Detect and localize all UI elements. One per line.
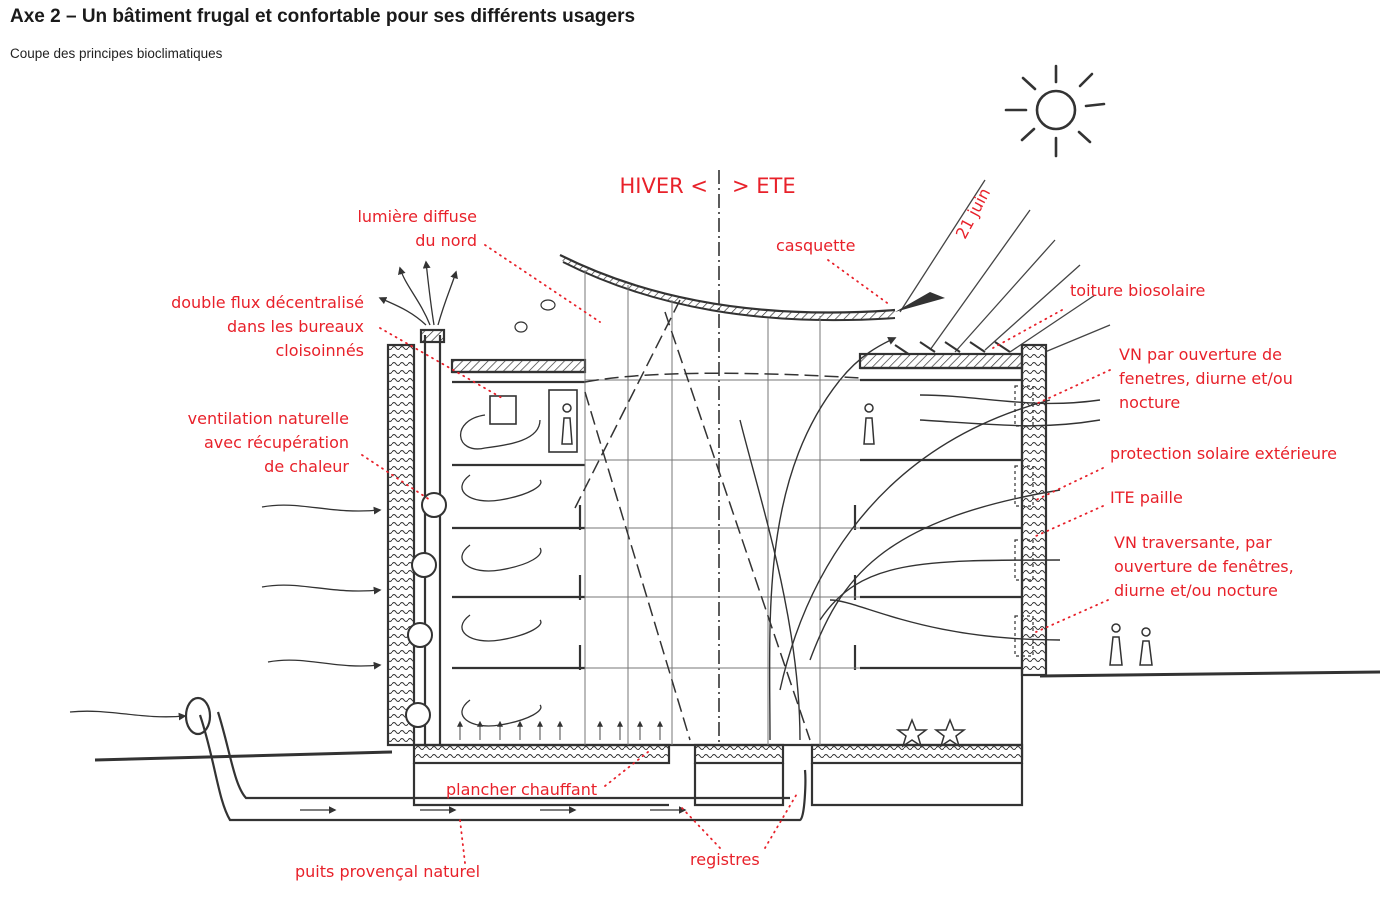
- sun-arrow-icon: [895, 292, 945, 312]
- label-puits: puits provençal naturel: [295, 862, 480, 881]
- office-airflow: [460, 414, 542, 727]
- summer-airflow: [739, 337, 1101, 741]
- building-section: [386, 328, 1048, 807]
- label-protection: protection solaire extérieure: [1110, 444, 1337, 463]
- label-casquette: casquette: [776, 236, 855, 255]
- page-subtitle: Coupe des principes bioclimatiques: [10, 46, 223, 61]
- sun-icon: [1004, 64, 1106, 158]
- facade-windows: [1014, 385, 1034, 657]
- label-lumiere-2: du nord: [415, 231, 477, 250]
- floor-heating-arrows: [457, 720, 663, 740]
- label-vn-ouverture-2: fenetres, diurne et/ou: [1119, 369, 1293, 388]
- label-vn-traversante-3: diurne et/ou nocture: [1114, 581, 1278, 600]
- label-ventilation-2: avec récupération: [204, 433, 349, 452]
- person-icon: [561, 403, 1153, 666]
- label-vn-ouverture-3: nocture: [1119, 393, 1180, 412]
- season-winter-label: HIVER <: [620, 174, 708, 198]
- label-vn-traversante-2: ouverture de fenêtres,: [1114, 557, 1294, 576]
- label-toiture: toiture biosolaire: [1070, 281, 1205, 300]
- label-double-flux-3: cloisoinnés: [275, 341, 364, 360]
- label-ventilation-1: ventilation naturelle: [188, 409, 349, 428]
- sun-penetration-lines: [574, 299, 861, 741]
- atrium-roof: [559, 254, 896, 314]
- child-icon: [895, 717, 967, 748]
- label-ventilation-3: de chaleur: [264, 457, 349, 476]
- annotation-leaders: [361, 244, 1111, 864]
- label-plancher: plancher chauffant: [446, 780, 597, 799]
- label-vn-ouverture-1: VN par ouverture de: [1119, 345, 1282, 364]
- label-ite: ITE paille: [1110, 488, 1183, 507]
- ground-line: [94, 670, 1381, 762]
- atrium-grid: [584, 270, 860, 745]
- label-vn-traversante-1: VN traversante, par: [1114, 533, 1272, 552]
- label-double-flux-1: double flux décentralisé: [171, 293, 364, 312]
- bee-icon: [514, 299, 556, 333]
- sun-label: 21 juin: [952, 185, 994, 242]
- label-lumiere-1: lumière diffuse: [357, 207, 477, 226]
- label-registres: registres: [690, 850, 760, 869]
- season-summer-label: > ETE: [732, 174, 796, 198]
- double-flux-unit-icon: [489, 389, 578, 453]
- page-title: Axe 2 – Un bâtiment frugal et confortabl…: [10, 6, 636, 27]
- wind-arrow-icon: [69, 504, 382, 721]
- solar-panels: [894, 341, 1011, 356]
- exhaust-arrows: [378, 260, 458, 326]
- sun-rays: [899, 179, 1111, 353]
- annotation-labels: lumière diffuse du nord double flux déce…: [171, 207, 1337, 881]
- label-double-flux-2: dans les bureaux: [227, 317, 364, 336]
